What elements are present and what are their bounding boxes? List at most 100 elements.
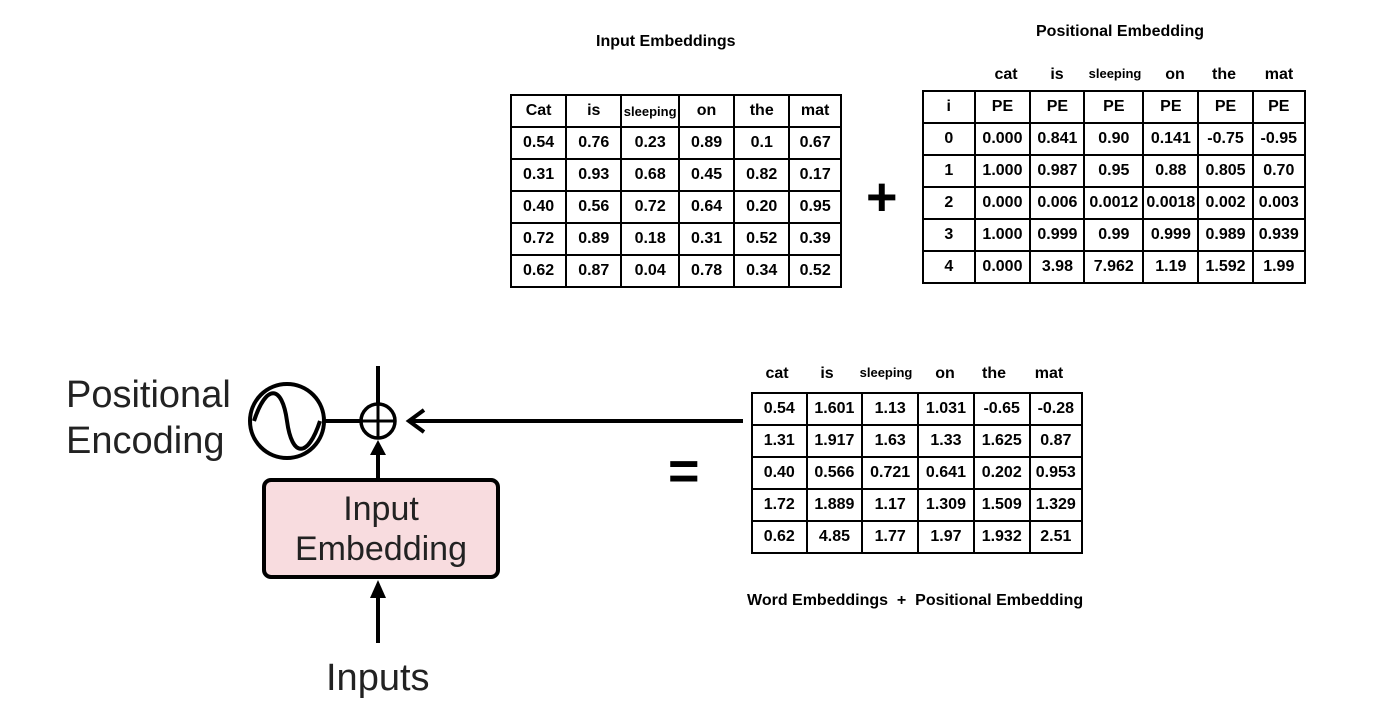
- table-cell: 0.99: [1083, 218, 1145, 252]
- table-cell: 0.52: [788, 254, 842, 288]
- equals-sign: =: [668, 441, 700, 501]
- table-cell: 0.841: [1029, 122, 1086, 156]
- table-header-cell: PE: [973, 90, 1032, 124]
- table-header-cell: mat: [788, 94, 842, 128]
- word-header: the: [1212, 66, 1236, 83]
- table-cell: 0.000: [973, 186, 1032, 220]
- positional-encoding-label: Positional Encoding: [66, 372, 231, 464]
- table-header-cell: PE: [1251, 90, 1307, 124]
- input-embeddings-title: Input Embeddings: [596, 33, 736, 50]
- table-cell: 0.04: [620, 254, 680, 288]
- table-cell: 1.97: [917, 520, 975, 554]
- word-header: sleeping: [1088, 66, 1142, 81]
- word-header: the: [982, 365, 1006, 382]
- table-header-cell: PE: [1142, 90, 1200, 124]
- table-cell: 0.989: [1197, 218, 1254, 252]
- table-cell: 1.031: [917, 392, 975, 426]
- table-cell: 0.003: [1251, 186, 1307, 220]
- table-header-cell: Cat: [509, 94, 568, 128]
- box-to-add-arrowhead: [370, 440, 386, 455]
- table-cell: 0.95: [788, 190, 842, 224]
- table-cell: 0.67: [788, 126, 842, 160]
- table-cell: 0.93: [565, 158, 623, 192]
- table-cell: 0.1: [733, 126, 791, 160]
- table-cell: 0.23: [620, 126, 680, 160]
- table-cell: 1.000: [973, 218, 1032, 252]
- table-cell: 0.62: [509, 254, 568, 288]
- table-cell: -0.95: [1251, 122, 1307, 156]
- word-header: cat: [994, 66, 1018, 83]
- table-cell: 0.006: [1029, 186, 1086, 220]
- word-header: sleeping: [859, 365, 913, 380]
- table-cell: 1.31: [751, 424, 808, 458]
- table-cell: 1.309: [917, 488, 975, 522]
- table-cell: 0.82: [733, 158, 791, 192]
- table-cell: 1.13: [861, 392, 920, 426]
- table-cell: 1.17: [861, 488, 920, 522]
- table-cell: 1.889: [805, 488, 864, 522]
- table-cell: 0.72: [620, 190, 680, 224]
- input-embedding-box: Input Embedding: [262, 478, 500, 579]
- add-node-icon: [359, 402, 397, 440]
- result-to-add-arrowhead: [405, 408, 426, 434]
- table-header-cell: PE: [1197, 90, 1254, 124]
- table-cell: 1.601: [805, 392, 864, 426]
- table-cell: 0.805: [1197, 154, 1254, 188]
- table-cell: 0.40: [509, 190, 568, 224]
- table-cell: 0.89: [677, 126, 736, 160]
- table-cell: 0.88: [1142, 154, 1200, 188]
- table-cell: 0.90: [1083, 122, 1145, 156]
- table-cell: 0.78: [677, 254, 736, 288]
- table-cell: 1.329: [1028, 488, 1084, 522]
- table-cell: 1.509: [972, 488, 1031, 522]
- word-header: mat: [1034, 365, 1064, 382]
- table-cell: 1: [922, 154, 976, 188]
- table-cell: -0.28: [1028, 392, 1084, 426]
- table-cell: 0.641: [917, 456, 975, 490]
- table-header-cell: PE: [1029, 90, 1086, 124]
- table-cell: 0.89: [565, 222, 623, 256]
- table-cell: 0.953: [1028, 456, 1084, 490]
- table-header-cell: on: [677, 94, 736, 128]
- table-cell: 2.51: [1028, 520, 1084, 554]
- table-cell: 0.45: [677, 158, 736, 192]
- table-cell: 0: [922, 122, 976, 156]
- table-cell: 7.962: [1083, 250, 1145, 284]
- table-cell: 0.987: [1029, 154, 1086, 188]
- table-cell: 1.592: [1197, 250, 1254, 284]
- table-cell: 0.000: [973, 122, 1032, 156]
- box-label-line1: Input: [343, 489, 419, 528]
- table-cell: 1.33: [917, 424, 975, 458]
- table-cell: 1.99: [1251, 250, 1307, 284]
- table-cell: 1.000: [973, 154, 1032, 188]
- word-header: is: [820, 365, 834, 382]
- table-cell: 4: [922, 250, 976, 284]
- table-cell: 0.70: [1251, 154, 1307, 188]
- table-cell: 0.87: [1028, 424, 1084, 458]
- table-cell: 2: [922, 186, 976, 220]
- table-header-cell: is: [565, 94, 623, 128]
- table-cell: 0.54: [509, 126, 568, 160]
- table-cell: 0.0018: [1142, 186, 1200, 220]
- table-cell: 0.34: [733, 254, 791, 288]
- word-header: on: [1165, 66, 1185, 83]
- table-cell: 0.95: [1083, 154, 1145, 188]
- table-cell: -0.65: [972, 392, 1031, 426]
- word-header: cat: [765, 365, 789, 382]
- table-cell: 0.939: [1251, 218, 1307, 252]
- table-cell: 1.625: [972, 424, 1031, 458]
